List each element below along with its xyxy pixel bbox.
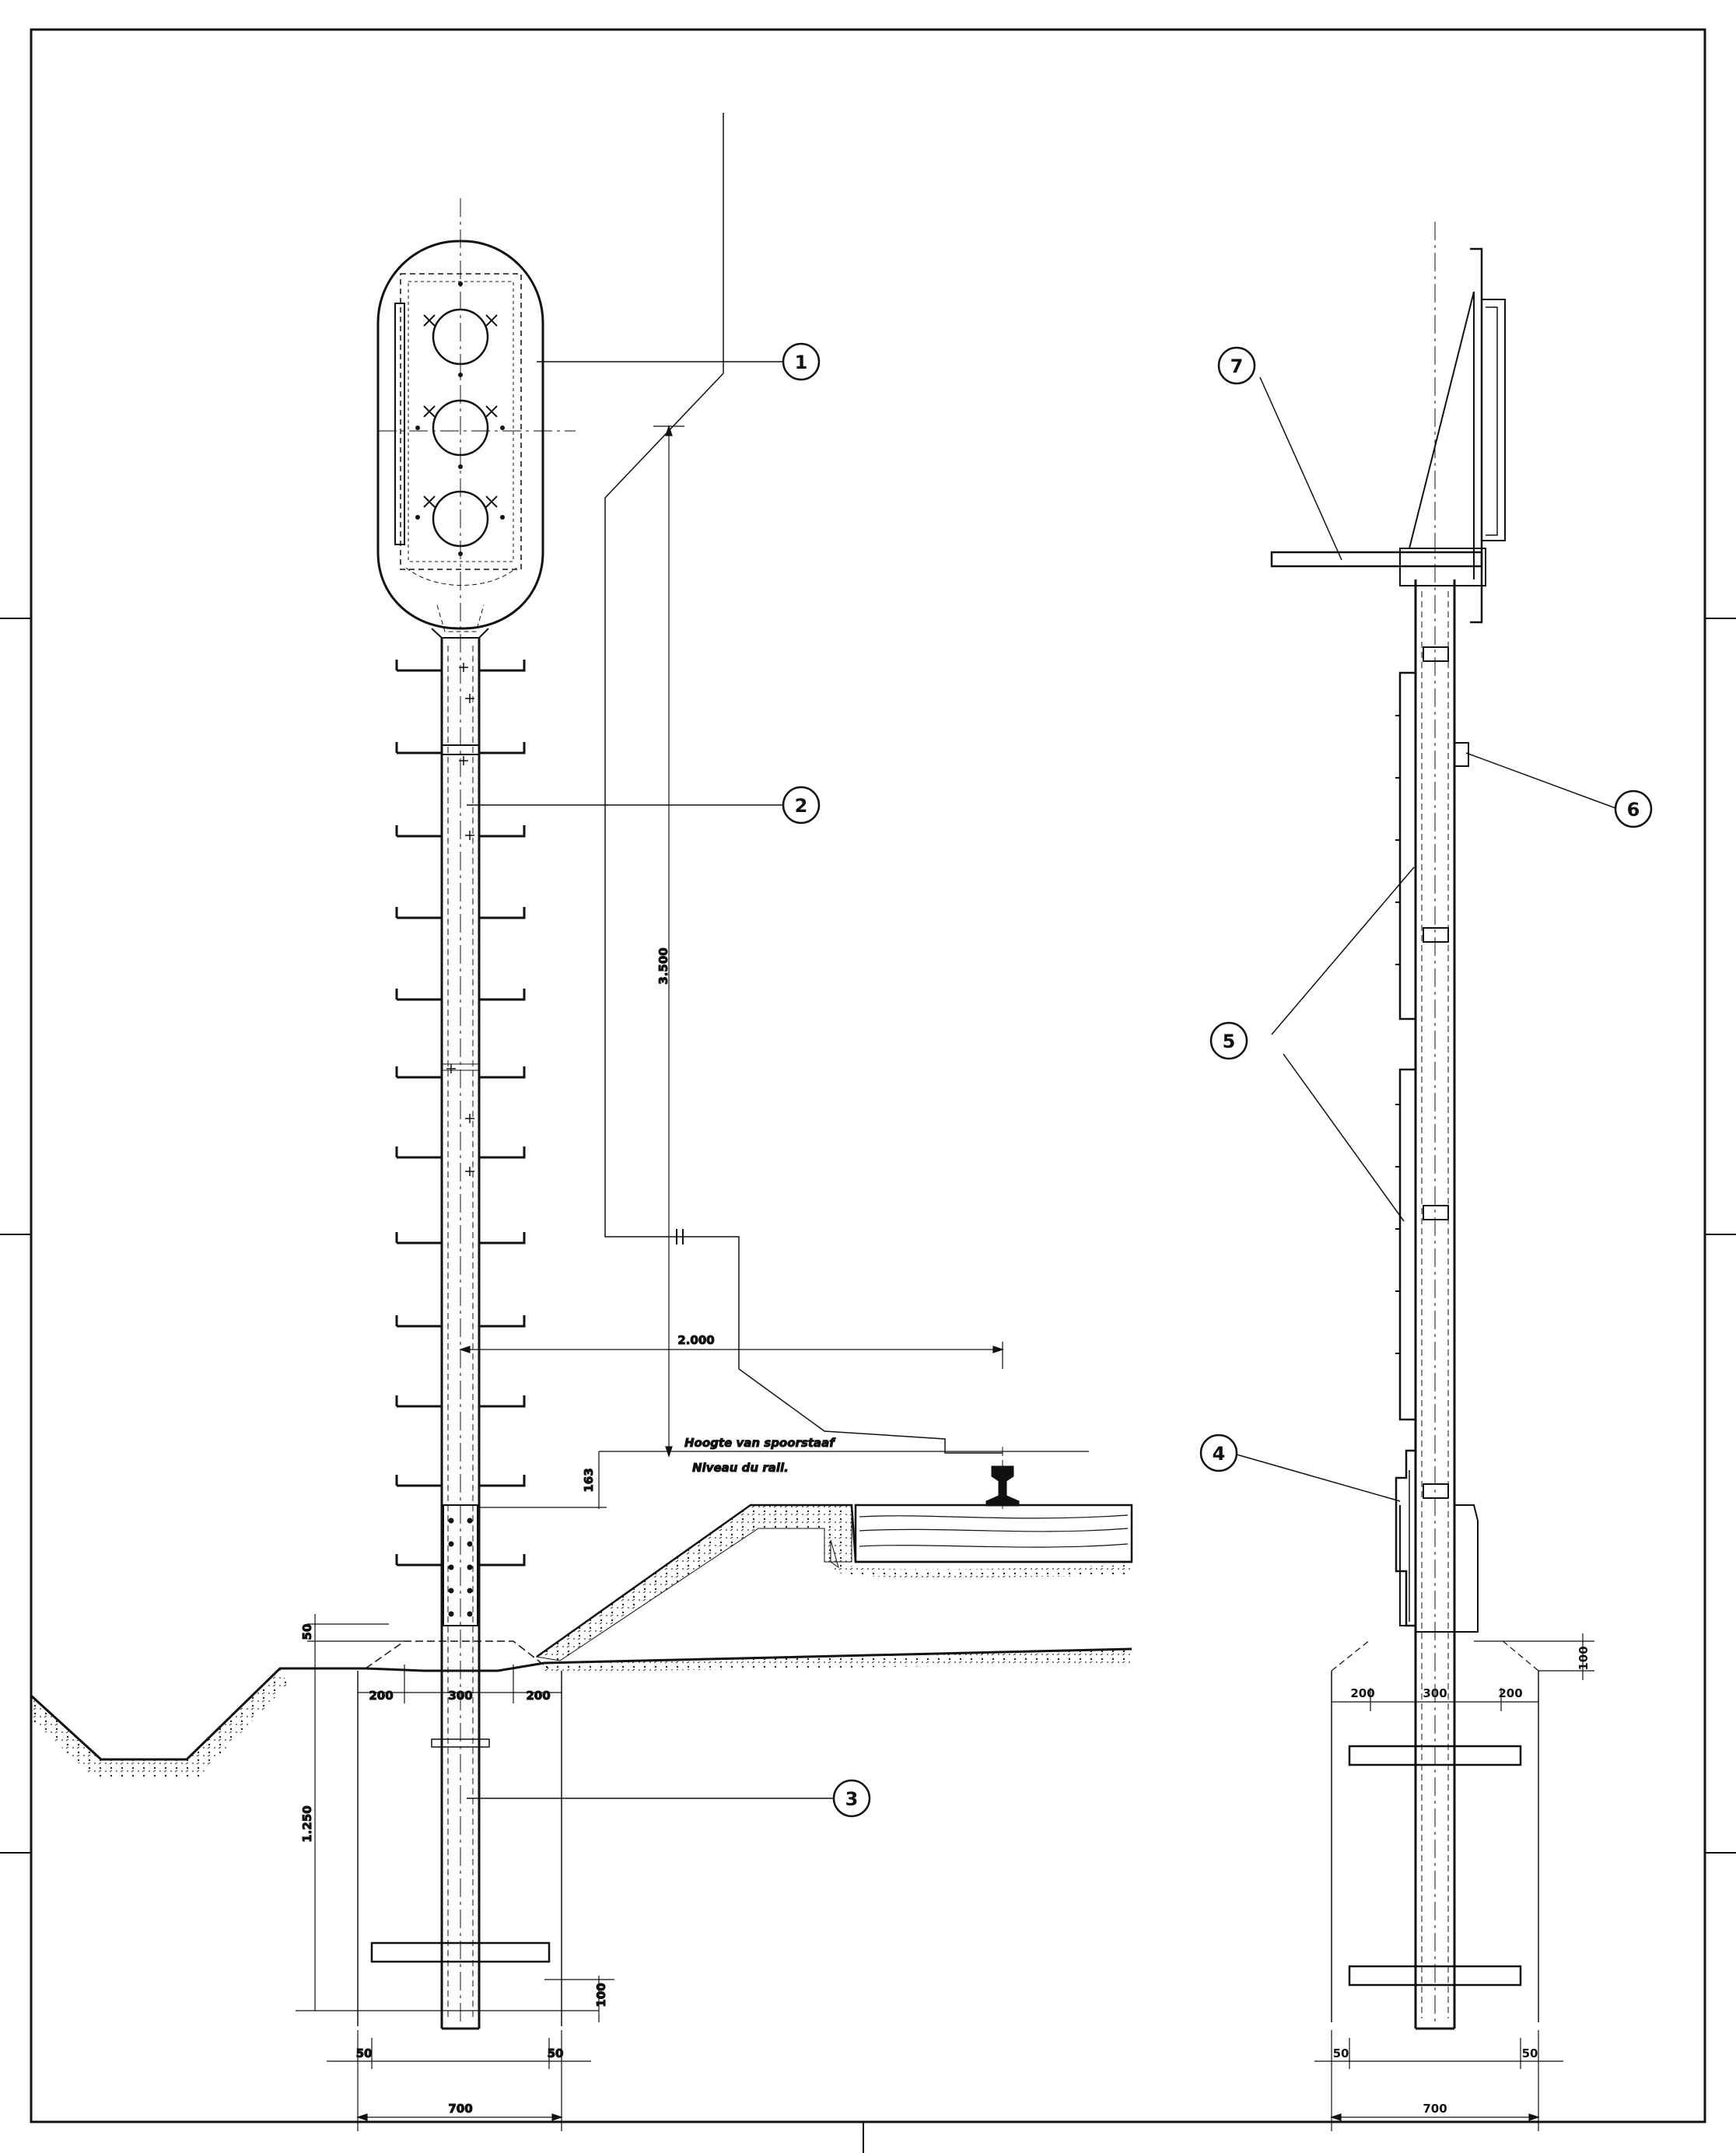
side-dimensions: [1314, 1633, 1594, 2131]
side-view: [1236, 222, 1619, 2131]
signal-lamp-middle: [432, 399, 489, 457]
dim-side-50-left: 50: [1333, 2046, 1349, 2060]
railway-sleeper: [854, 1504, 1133, 1563]
rail-note-line1: Hoogte van spoorstaaf: [684, 1436, 836, 1450]
dim-foundation-300: 300: [448, 1689, 472, 1703]
dim-depth-1250: 1.250: [300, 1805, 314, 1842]
dim-track-offset: 2.000: [677, 1333, 714, 1347]
dim-signal-height: 3.500: [656, 947, 670, 984]
front-dimensions: [296, 425, 1089, 2131]
side-base-plate: [1348, 1965, 1522, 1987]
dim-base-100: 100: [594, 1983, 608, 2007]
dim-side-50-right: 50: [1522, 2046, 1538, 2060]
signal-lamp-bottom: [432, 490, 489, 548]
dim-edge-50-left: 50: [356, 2046, 373, 2060]
callout-7-label: 7: [1230, 355, 1244, 377]
callout-4: 4: [1199, 1434, 1238, 1472]
callout-7: 7: [1217, 346, 1256, 385]
dim-side-200-left: 200: [1350, 1686, 1374, 1700]
callout-2-label: 2: [795, 795, 808, 817]
dim-foundation-200-left: 200: [369, 1689, 393, 1703]
side-leaders: [1236, 376, 1619, 1502]
dim-163: 163: [582, 1468, 596, 1492]
callout-1-label: 1: [795, 352, 808, 373]
callout-2: 2: [782, 786, 821, 824]
dim-edge-50-right: 50: [548, 2046, 564, 2060]
front-leaders: [467, 361, 834, 1799]
cable-route: [604, 113, 1003, 1454]
dim-depth-50: 50: [300, 1624, 314, 1640]
dim-side-300: 300: [1423, 1686, 1447, 1700]
dim-side-200-right: 200: [1498, 1686, 1522, 1700]
ground-profile: [30, 1447, 1133, 1777]
callout-3-label: 3: [845, 1788, 859, 1810]
dim-width-700: 700: [448, 2102, 472, 2116]
rail-profile: [985, 1465, 1020, 1507]
front-view: 3.500 2.000 163 50 200 300 200 1.250 100…: [30, 113, 1133, 2131]
foundation-outline: [357, 1640, 562, 2026]
callout-5-label: 5: [1223, 1031, 1236, 1052]
signal-lamp-top: [432, 308, 489, 366]
callout-4-label: 4: [1213, 1443, 1226, 1465]
ladder-rungs: [395, 660, 526, 1567]
callout-6: 6: [1614, 789, 1653, 828]
dim-side-100: 100: [1577, 1646, 1591, 1670]
callout-1: 1: [782, 342, 821, 381]
dim-side-700: 700: [1423, 2102, 1447, 2116]
side-platform: [1270, 551, 1483, 568]
callout-5: 5: [1209, 1021, 1248, 1060]
signal-mast: [370, 638, 551, 2030]
signal-head: [376, 240, 576, 639]
callout-3: 3: [832, 1779, 871, 1818]
drawing-frame: [0, 28, 1736, 2153]
rail-note-line2: Niveau du rail.: [692, 1461, 789, 1475]
callout-6-label: 6: [1627, 799, 1640, 821]
dim-foundation-200-right: 200: [526, 1689, 550, 1703]
